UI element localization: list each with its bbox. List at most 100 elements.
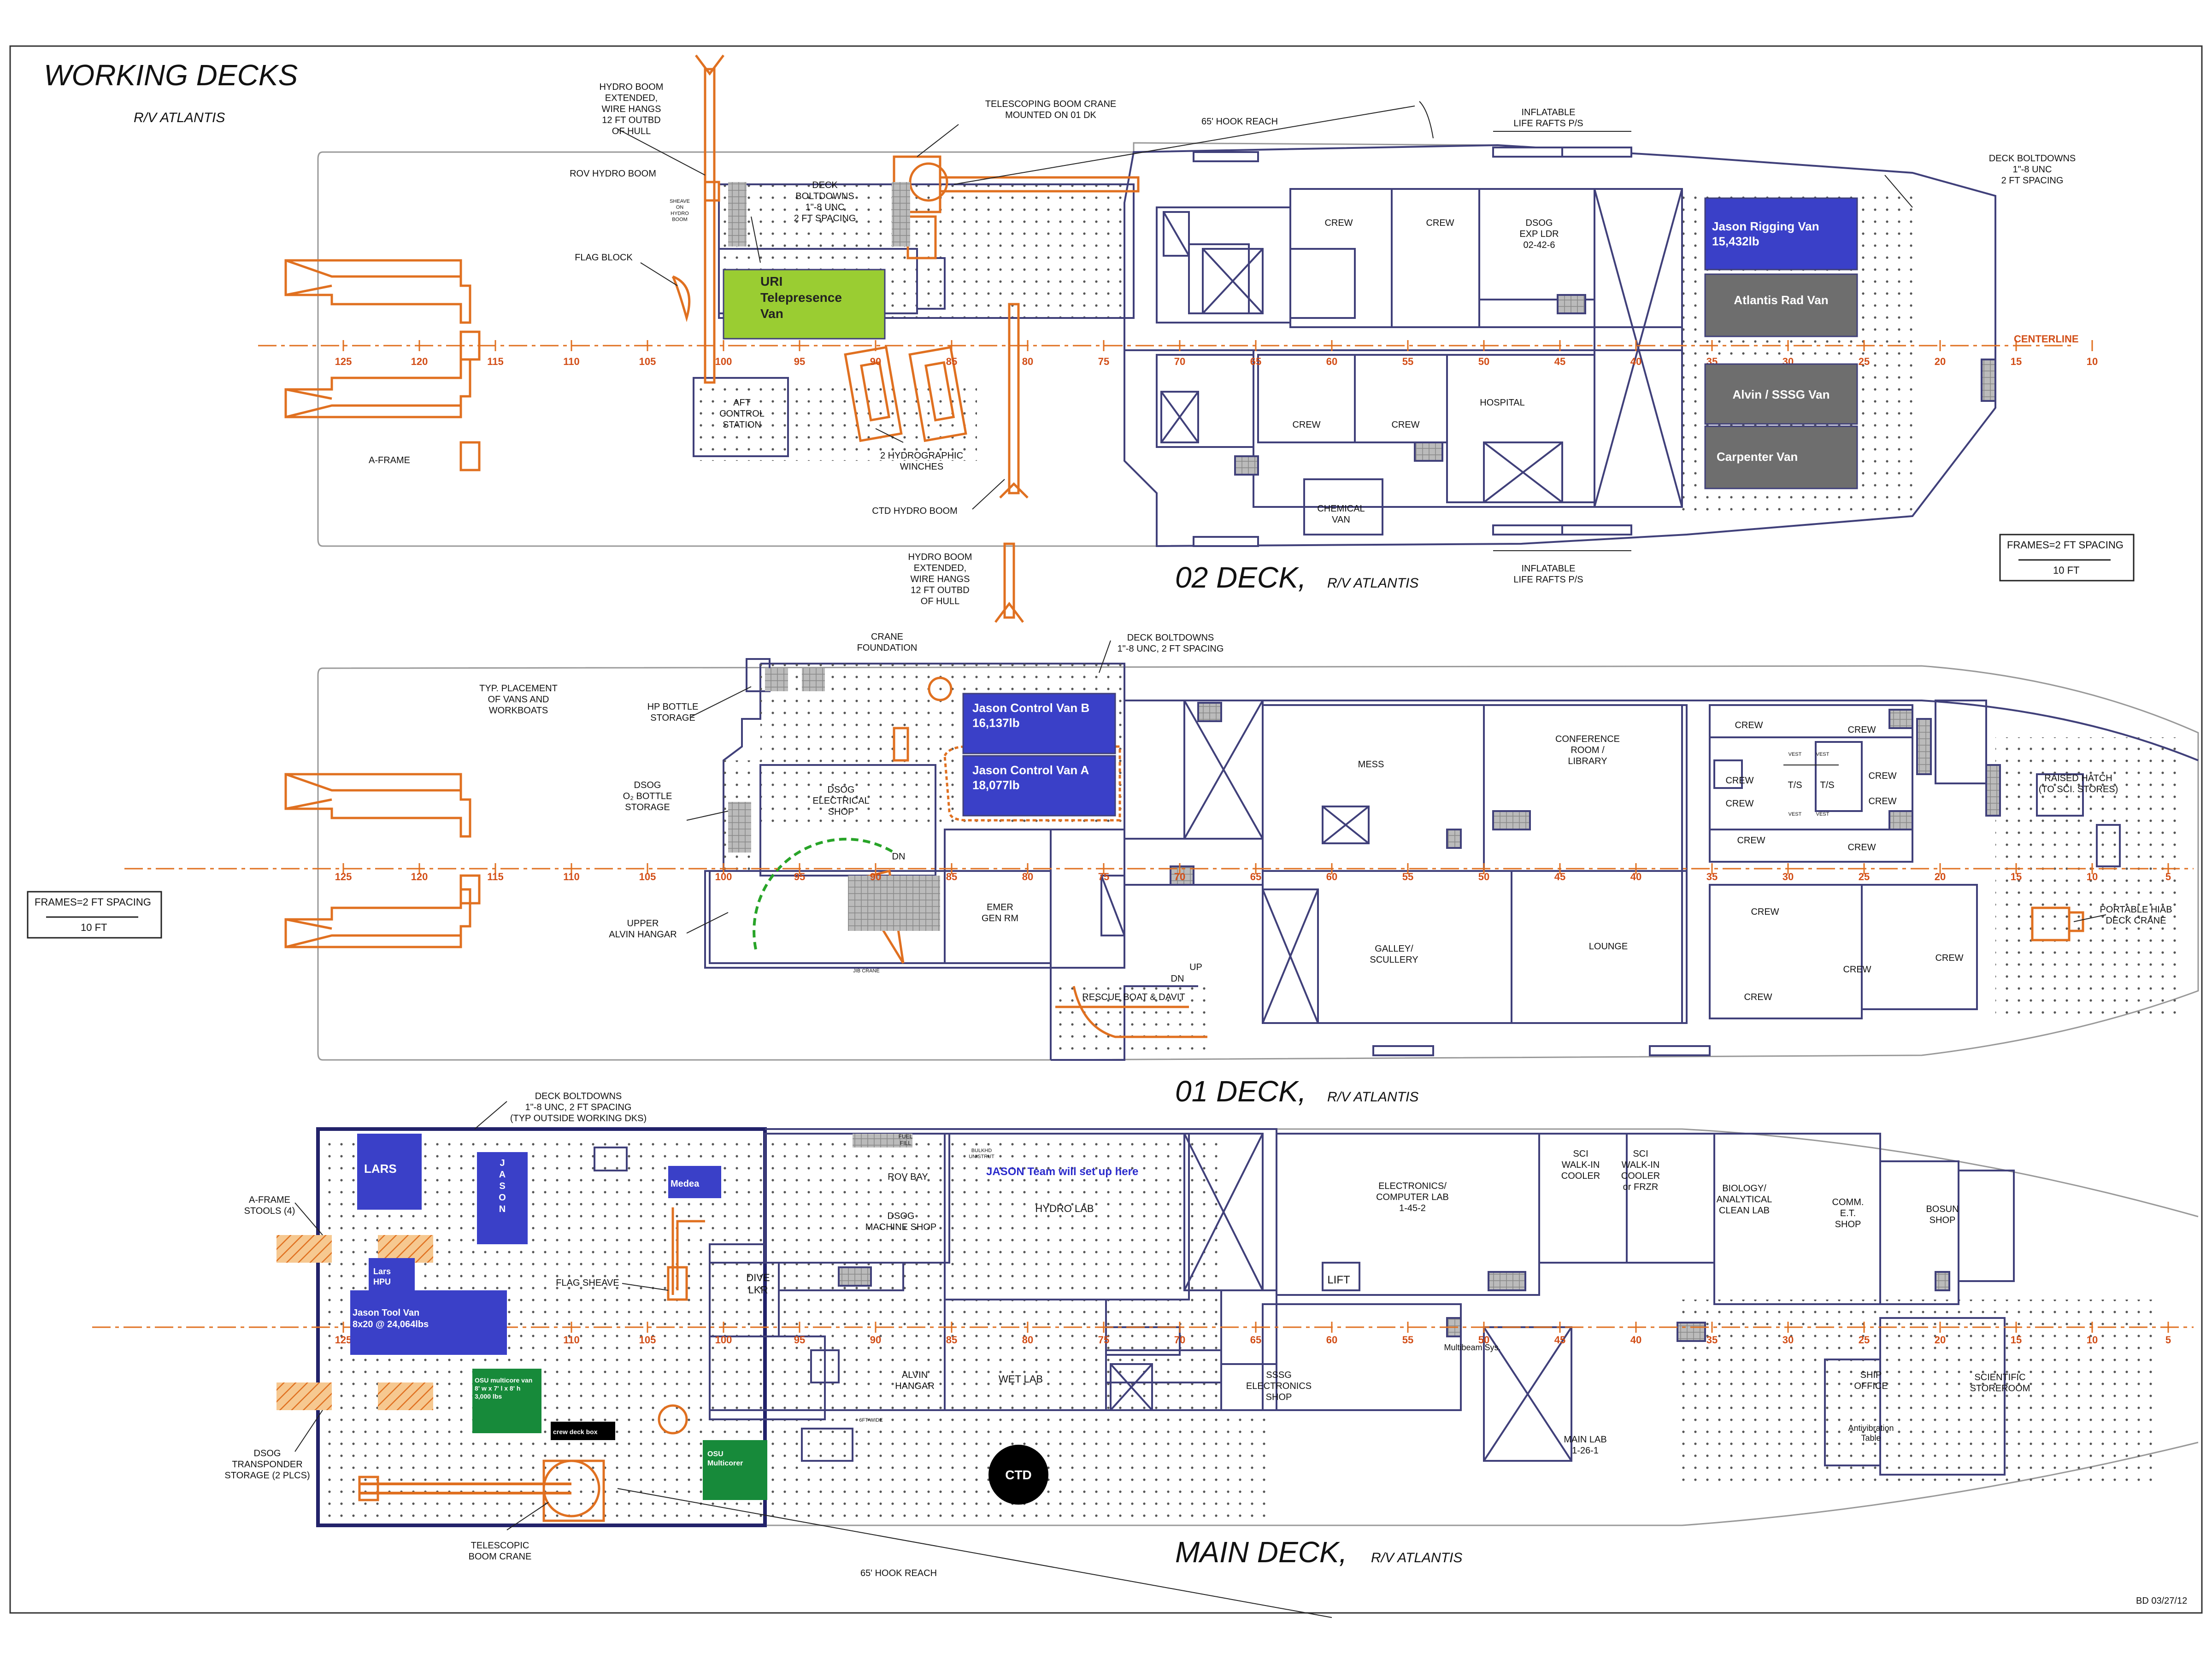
o2-bottle-rack — [728, 802, 751, 853]
deck-01-ship: R/V ATLANTIS — [1327, 1089, 1418, 1105]
frame-number-50: 50 — [1478, 1334, 1489, 1346]
frame-number-40: 40 — [1630, 1334, 1641, 1346]
frame-number-65: 65 — [1250, 356, 1261, 367]
vest-label-2: VEST — [1816, 752, 1830, 757]
alvin-sssg-van-label: Alvin / SSSG Van — [1733, 388, 1830, 401]
frame-number-110: 110 — [563, 1334, 580, 1346]
vest-label-4: VEST — [1816, 812, 1830, 817]
deck-02-hatched-block-1 — [728, 182, 747, 247]
frame-number-10: 10 — [2087, 356, 2098, 367]
ctd-label: CTD — [1005, 1468, 1032, 1482]
frame-number-60: 60 — [1326, 356, 1337, 367]
up-stair-label: UP — [1189, 962, 1202, 972]
rov-bay-label: ROV BAY — [888, 1172, 928, 1182]
frame-ticks — [342, 340, 2169, 1333]
frame-number-75: 75 — [1098, 1334, 1109, 1346]
ts-label-1: T/S — [1788, 780, 1802, 790]
crew-label-01-k: CREW — [1935, 953, 1963, 963]
frame-number-50: 50 — [1478, 871, 1489, 882]
frame-number-25: 25 — [1859, 1334, 1870, 1346]
liferaft-dimension-lines — [1493, 131, 1631, 551]
sheet-border — [9, 45, 2203, 1614]
frame-number-100: 100 — [715, 1334, 732, 1346]
comm-et-shop-label: COMM.E.T.SHOP — [1832, 1197, 1864, 1230]
frame-number-125: 125 — [335, 1334, 352, 1346]
crew-label-01-a: CREW — [1735, 720, 1763, 730]
flag-sheave-label: FLAG SHEAVE — [556, 1278, 619, 1288]
scale-unit-01: 10 FT — [81, 922, 107, 933]
frame-number-80: 80 — [1022, 871, 1033, 882]
lars-label: LARS — [364, 1162, 397, 1176]
frame-number-35: 35 — [1706, 871, 1718, 882]
deck-01-title: 01 DECK, — [1175, 1075, 1306, 1108]
ctd-circle — [988, 1445, 1048, 1505]
frame-number-25: 25 — [1859, 871, 1870, 882]
vest-label-1: VEST — [1788, 752, 1802, 757]
frame-number-110: 110 — [563, 871, 580, 882]
jason-control-van-a — [962, 755, 1116, 817]
hp-bottle-rack-2 — [802, 668, 825, 691]
medea-block — [668, 1166, 721, 1198]
crew-label-01-i: CREW — [1751, 907, 1779, 917]
frame-number-100: 100 — [715, 871, 732, 882]
uri-telepresence-van — [723, 269, 886, 340]
frame-number-20: 20 — [1935, 1334, 1946, 1346]
frame-number-65: 65 — [1250, 871, 1261, 882]
frame-number-90: 90 — [870, 356, 881, 367]
crew-deck-box — [551, 1422, 615, 1440]
aframe-stool-3 — [276, 1382, 332, 1410]
deck-02-title: 02 DECK, — [1175, 561, 1306, 594]
frame-number-65: 65 — [1250, 1334, 1261, 1346]
frame-number-15: 15 — [2011, 871, 2022, 882]
crew-label-02-c: CREW — [1292, 420, 1320, 430]
hospital-label: HOSPITAL — [1480, 398, 1524, 408]
carpenter-van-label: Carpenter Van — [1717, 450, 1798, 464]
rescue-boat-label: RESCUE BOAT & DAVIT — [1082, 992, 1185, 1002]
deck-01-group — [317, 658, 2199, 1061]
frame-number-55: 55 — [1402, 356, 1413, 367]
aframe-stool-4 — [378, 1382, 433, 1410]
jason-tool-van — [350, 1290, 507, 1355]
drawing-date: BD 03/27/12 — [2136, 1596, 2187, 1606]
frame-number-20: 20 — [1935, 356, 1946, 367]
frame-number-85: 85 — [946, 871, 957, 882]
frame-number-35: 35 — [1706, 1334, 1718, 1346]
medea-label: Medea — [671, 1179, 700, 1189]
crew-label-01-h: CREW — [1847, 842, 1876, 853]
frame-number-70: 70 — [1174, 356, 1185, 367]
frame-number-90: 90 — [870, 871, 881, 882]
vest-label-3: VEST — [1788, 812, 1802, 817]
crew-label-01-e: CREW — [1725, 799, 1753, 809]
frame-number-125: 125 — [335, 871, 352, 882]
frame-number-110: 110 — [563, 356, 580, 367]
deck-01-orange-equipment — [284, 677, 2084, 1038]
main-deck-orange-equipment — [358, 1207, 705, 1522]
crew-label-01-d: CREW — [1868, 771, 1896, 781]
frame-number-40: 40 — [1630, 356, 1641, 367]
rov-hydro-boom-label: ROV HYDRO BOOM — [570, 169, 656, 179]
